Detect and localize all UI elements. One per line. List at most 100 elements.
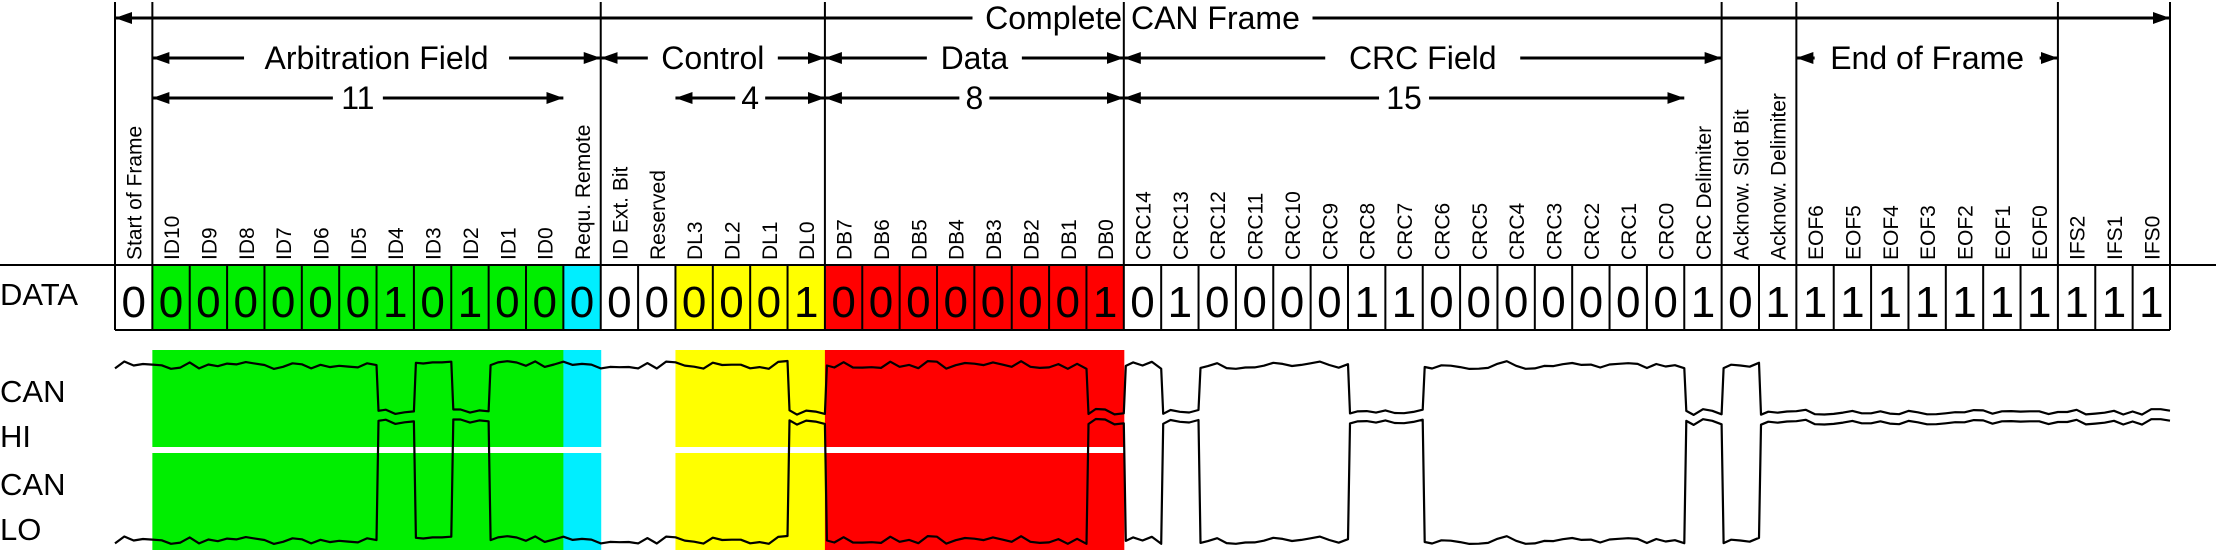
hi-lo-separator [115,447,2170,453]
bit-value: 0 [495,278,519,327]
bit-value: 1 [1093,278,1117,327]
can-lo-waveform [114,417,2171,545]
bit-label: ID10 [161,216,184,260]
bit-value: 1 [2139,278,2163,327]
bit-value: 0 [1242,278,1266,327]
bit-label: EOF0 [2029,205,2052,260]
bit-value: 1 [1803,278,1827,327]
bit-value: 0 [1579,278,1603,327]
bit-value: 0 [1653,278,1677,327]
bit-value: 1 [458,278,482,327]
bit-value: 0 [196,278,220,327]
bit-label: IFS1 [2104,216,2127,260]
bit-label: DL0 [796,221,819,260]
bit-value: 0 [121,278,145,327]
bit-label: IFS2 [2067,216,2090,260]
bit-label: Requ. Remote [572,125,595,260]
bit-cell-fill [189,265,228,330]
bit-value: 1 [383,278,407,327]
can-lo-label-line2: LO [0,512,41,547]
bit-label: DB6 [871,219,894,260]
bit-label: CRC2 [1581,203,1604,260]
bit-label: Acknow. Slot Bit [1730,109,1753,260]
bit-value: 0 [607,278,631,327]
bit-label: Start of Frame [124,126,147,260]
count-2-label: 8 [965,80,983,116]
bit-value: 1 [1915,278,1939,327]
bit-cell-fill [1086,265,1125,330]
bit-label: ID1 [497,227,520,260]
bit-value: 0 [532,278,556,327]
bit-label: DB7 [834,219,857,260]
bit-value: 1 [2027,278,2051,327]
bit-label: ID0 [535,227,558,260]
bit-value: 0 [1280,278,1304,327]
bit-label: CRC6 [1431,203,1454,260]
bit-label: ID8 [236,227,259,260]
bit-value: 0 [420,278,444,327]
bit-cell-fill [862,265,901,330]
bit-value: 0 [234,278,258,327]
bit-label: CRC3 [1544,203,1567,260]
bit-value: 0 [271,278,295,327]
bit-label: CRC9 [1319,203,1342,260]
bit-value: 0 [1467,278,1491,327]
bit-value: 0 [1205,278,1229,327]
bit-cell-fill [787,265,826,330]
field-1-label: Control [661,40,764,76]
bit-cell-fill [899,265,938,330]
bit-label: EOF2 [1955,205,1978,260]
can-hi-label-line1: CAN [0,374,65,409]
bit-cell-fill [413,265,452,330]
bit-value: 0 [1018,278,1042,327]
bit-label: DB4 [946,219,969,260]
bit-cell-fill [264,265,303,330]
bit-value: 1 [1354,278,1378,327]
bit-cell-fill [451,265,490,330]
bit-label: ID9 [198,227,221,260]
bit-value: 0 [1056,278,1080,327]
bit-value: 0 [682,278,706,327]
bit-value: 1 [1691,278,1715,327]
bit-cell-fill [1011,265,1050,330]
bit-label: ID2 [460,227,483,260]
bit-label: CRC8 [1357,203,1380,260]
bit-value: 1 [1168,278,1192,327]
bit-cell-fill [563,265,602,330]
bit-cell-fill [152,265,191,330]
bit-value: 0 [346,278,370,327]
bit-value: 0 [1504,278,1528,327]
bit-cell-fill [1049,265,1087,330]
bit-label: DB0 [1095,219,1118,260]
bit-label: ID6 [311,227,334,260]
bit-label: CRC Delimiter [1693,126,1716,260]
bit-label: EOF4 [1880,205,1903,260]
bit-label: DB3 [983,219,1006,260]
bit-label: IFS0 [2141,216,2164,260]
bit-value: 1 [2064,278,2088,327]
bit-value: 1 [2102,278,2126,327]
can-hi-waveform [114,359,2171,416]
bit-cell-fill [301,265,340,330]
bit-label: Acknow. Delimiter [1768,93,1791,260]
bit-value: 1 [1392,278,1416,327]
count-3-label: 15 [1386,80,1422,116]
bit-cell-fill [712,265,751,330]
bit-value: 1 [794,278,818,327]
data-row-label: DATA [0,277,78,312]
bit-label: CRC10 [1282,191,1305,260]
bit-label: CRC11 [1245,193,1268,260]
bit-label: DL1 [759,221,782,260]
bit-value: 0 [906,278,930,327]
bit-value: 0 [831,278,855,327]
bit-value: 0 [1317,278,1341,327]
bit-label: CRC0 [1656,203,1679,260]
bit-cell-fill [974,265,1013,330]
count-0-label: 11 [341,80,374,116]
bit-label: CRC4 [1506,203,1529,260]
count-1-label: 4 [741,80,759,116]
